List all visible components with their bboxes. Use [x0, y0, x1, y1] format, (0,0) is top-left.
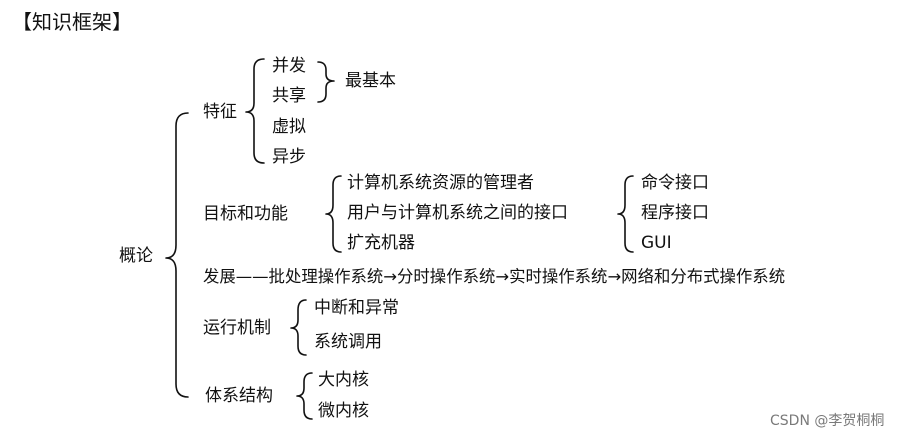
goal-item: 计算机系统资源的管理者	[347, 173, 534, 193]
goals-brace	[325, 175, 342, 253]
architecture-item: 大内核	[318, 370, 369, 390]
goal-item: 扩充机器	[347, 233, 415, 253]
feature-item: 并发	[272, 56, 306, 76]
interface-item: 程序接口	[641, 203, 709, 223]
interface-item: GUI	[641, 233, 672, 253]
goals-label: 目标和功能	[203, 204, 288, 224]
watermark: CSDN @李贺桐桐	[770, 413, 885, 429]
page-title: 【知识框架】	[12, 10, 132, 34]
runtime-item: 系统调用	[314, 332, 382, 352]
feature-item: 异步	[272, 147, 306, 167]
interfaces-brace	[617, 175, 634, 253]
runtime-item: 中断和异常	[314, 298, 399, 318]
architecture-item: 微内核	[318, 401, 369, 421]
architecture-brace	[296, 372, 313, 420]
runtime-brace	[290, 299, 307, 356]
features-brace	[245, 58, 265, 164]
goal-item: 用户与计算机系统之间的接口	[347, 203, 568, 223]
basic-note: 最基本	[345, 71, 396, 91]
development-line: 发展——批处理操作系统→分时操作系统→实时操作系统→网络和分布式操作系统	[203, 267, 786, 286]
root-brace	[165, 112, 189, 398]
features-label: 特征	[203, 102, 237, 122]
feature-item: 虚拟	[272, 117, 306, 137]
basic-brace	[317, 61, 335, 103]
root-label: 概论	[119, 246, 153, 266]
architecture-label: 体系结构	[205, 386, 273, 406]
runtime-label: 运行机制	[203, 318, 271, 338]
feature-item: 共享	[272, 86, 306, 106]
interface-item: 命令接口	[641, 173, 709, 193]
